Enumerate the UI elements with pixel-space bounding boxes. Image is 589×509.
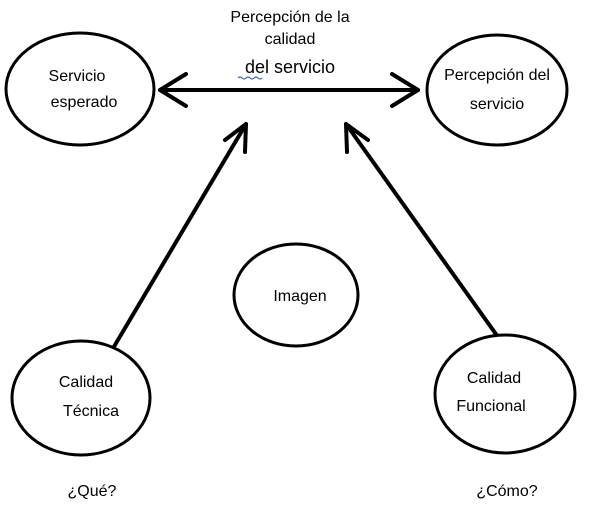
node-perceived-service: Percepción del servicio — [425, 33, 569, 147]
title-line-3-part2: servicio — [269, 57, 335, 77]
node-functional-shape — [433, 333, 577, 455]
node-perceived-line-1: Percepción del — [444, 67, 550, 84]
node-perceived-line-2: servicio — [470, 96, 524, 113]
node-expected-service: Servicio esperado — [4, 31, 156, 147]
functional-arrow — [344, 122, 505, 346]
functional-arrowhead — [344, 122, 370, 154]
node-expected-shape — [4, 31, 156, 147]
node-functional-quality: Calidad Funcional — [433, 333, 577, 455]
node-image: Imagen — [232, 242, 360, 348]
node-functional-line-2: Funcional — [456, 398, 525, 415]
title-line-1: Percepción de la — [230, 9, 349, 26]
node-image-label: Imagen — [273, 288, 326, 305]
title-line-3-part1: del — [245, 57, 269, 77]
arrowhead-right — [390, 72, 420, 108]
node-technical-quality: Calidad Técnica — [10, 339, 152, 457]
technical-arrow — [110, 122, 248, 352]
question-how: ¿Cómo? — [476, 483, 537, 500]
question-what: ¿Qué? — [68, 483, 117, 500]
technical-arrowhead — [223, 122, 248, 154]
title-line-3: del servicio — [245, 57, 335, 77]
node-expected-line-1: Servicio — [49, 68, 106, 85]
spellcheck-underline — [237, 76, 263, 80]
node-technical-shape — [10, 339, 152, 457]
title-line-2: calidad — [265, 31, 316, 48]
arrowhead-left — [158, 72, 188, 108]
node-technical-line-2: Técnica — [63, 403, 119, 420]
node-perceived-shape — [425, 33, 569, 147]
node-expected-line-2: esperado — [51, 94, 118, 111]
node-functional-line-1: Calidad — [467, 370, 521, 387]
node-image-shape — [232, 242, 360, 348]
node-technical-line-1: Calidad — [59, 374, 113, 391]
